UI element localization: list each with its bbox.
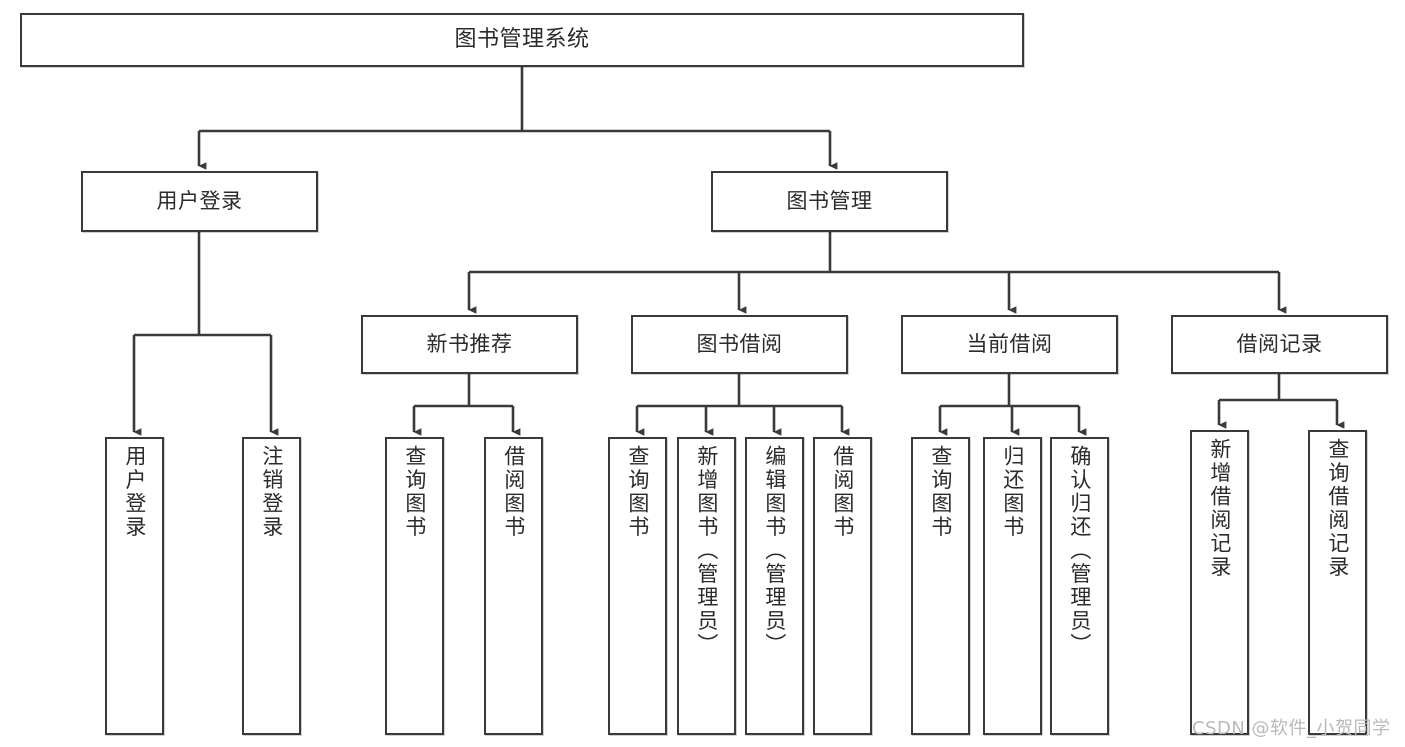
leaf-confirm-return-admin[interactable]: 确认归还（管理员） [1050,437,1109,735]
leaf-query-book-borrow[interactable]: 查询图书 [608,437,667,735]
leaf-query-book-newbook[interactable]: 查询图书 [385,437,444,735]
leaf-user-login[interactable]: 用户登录 [105,437,164,735]
csdn-watermark: CSDN @软件_小贺同学 [1192,718,1391,739]
leaf-confirm-return-admin-label: 确认归还（管理员） [1067,445,1092,657]
node-current-borrow-label: 当前借阅 [966,331,1053,356]
leaf-query-borrow-record-label: 查询借阅记录 [1325,438,1350,579]
leaf-add-borrow-record-label: 新增借阅记录 [1207,438,1232,579]
leaf-query-book-current-label: 查询图书 [928,445,953,539]
leaf-user-login-label: 用户登录 [122,445,147,539]
node-root-label: 图书管理系统 [454,26,590,52]
node-book-management-label: 图书管理 [786,188,873,213]
node-book-management[interactable]: 图书管理 [711,171,948,232]
node-borrow-record[interactable]: 借阅记录 [1171,315,1388,374]
leaf-query-book-newbook-label: 查询图书 [402,445,427,539]
leaf-add-book-admin-label: 新增图书（管理员） [694,445,719,657]
node-user-login-label: 用户登录 [156,188,243,213]
leaf-add-borrow-record[interactable]: 新增借阅记录 [1190,430,1249,735]
leaf-lend-book[interactable]: 借阅图书 [813,437,872,735]
leaf-query-book-current[interactable]: 查询图书 [911,437,970,735]
node-user-login[interactable]: 用户登录 [81,171,318,232]
leaf-edit-book-admin[interactable]: 编辑图书（管理员） [745,437,804,735]
node-borrow-record-label: 借阅记录 [1236,331,1323,356]
node-book-borrow-label: 图书借阅 [696,331,783,356]
leaf-add-book-admin[interactable]: 新增图书（管理员） [677,437,736,735]
node-root[interactable]: 图书管理系统 [20,13,1024,67]
leaf-return-book[interactable]: 归还图书 [983,437,1042,735]
leaf-query-borrow-record[interactable]: 查询借阅记录 [1308,430,1367,735]
leaf-logout[interactable]: 注销登录 [242,437,301,735]
leaf-borrow-book-newbook[interactable]: 借阅图书 [484,437,543,735]
node-new-book-recommend-label: 新书推荐 [426,331,513,356]
leaf-edit-book-admin-label: 编辑图书（管理员） [762,445,787,657]
leaf-borrow-book-newbook-label: 借阅图书 [501,445,526,539]
leaf-logout-label: 注销登录 [259,445,284,539]
node-new-book-recommend[interactable]: 新书推荐 [361,315,578,374]
leaf-return-book-label: 归还图书 [1000,445,1025,539]
leaf-lend-book-label: 借阅图书 [830,445,855,539]
leaf-query-book-borrow-label: 查询图书 [625,445,650,539]
node-current-borrow[interactable]: 当前借阅 [901,315,1118,374]
node-book-borrow[interactable]: 图书借阅 [631,315,848,374]
